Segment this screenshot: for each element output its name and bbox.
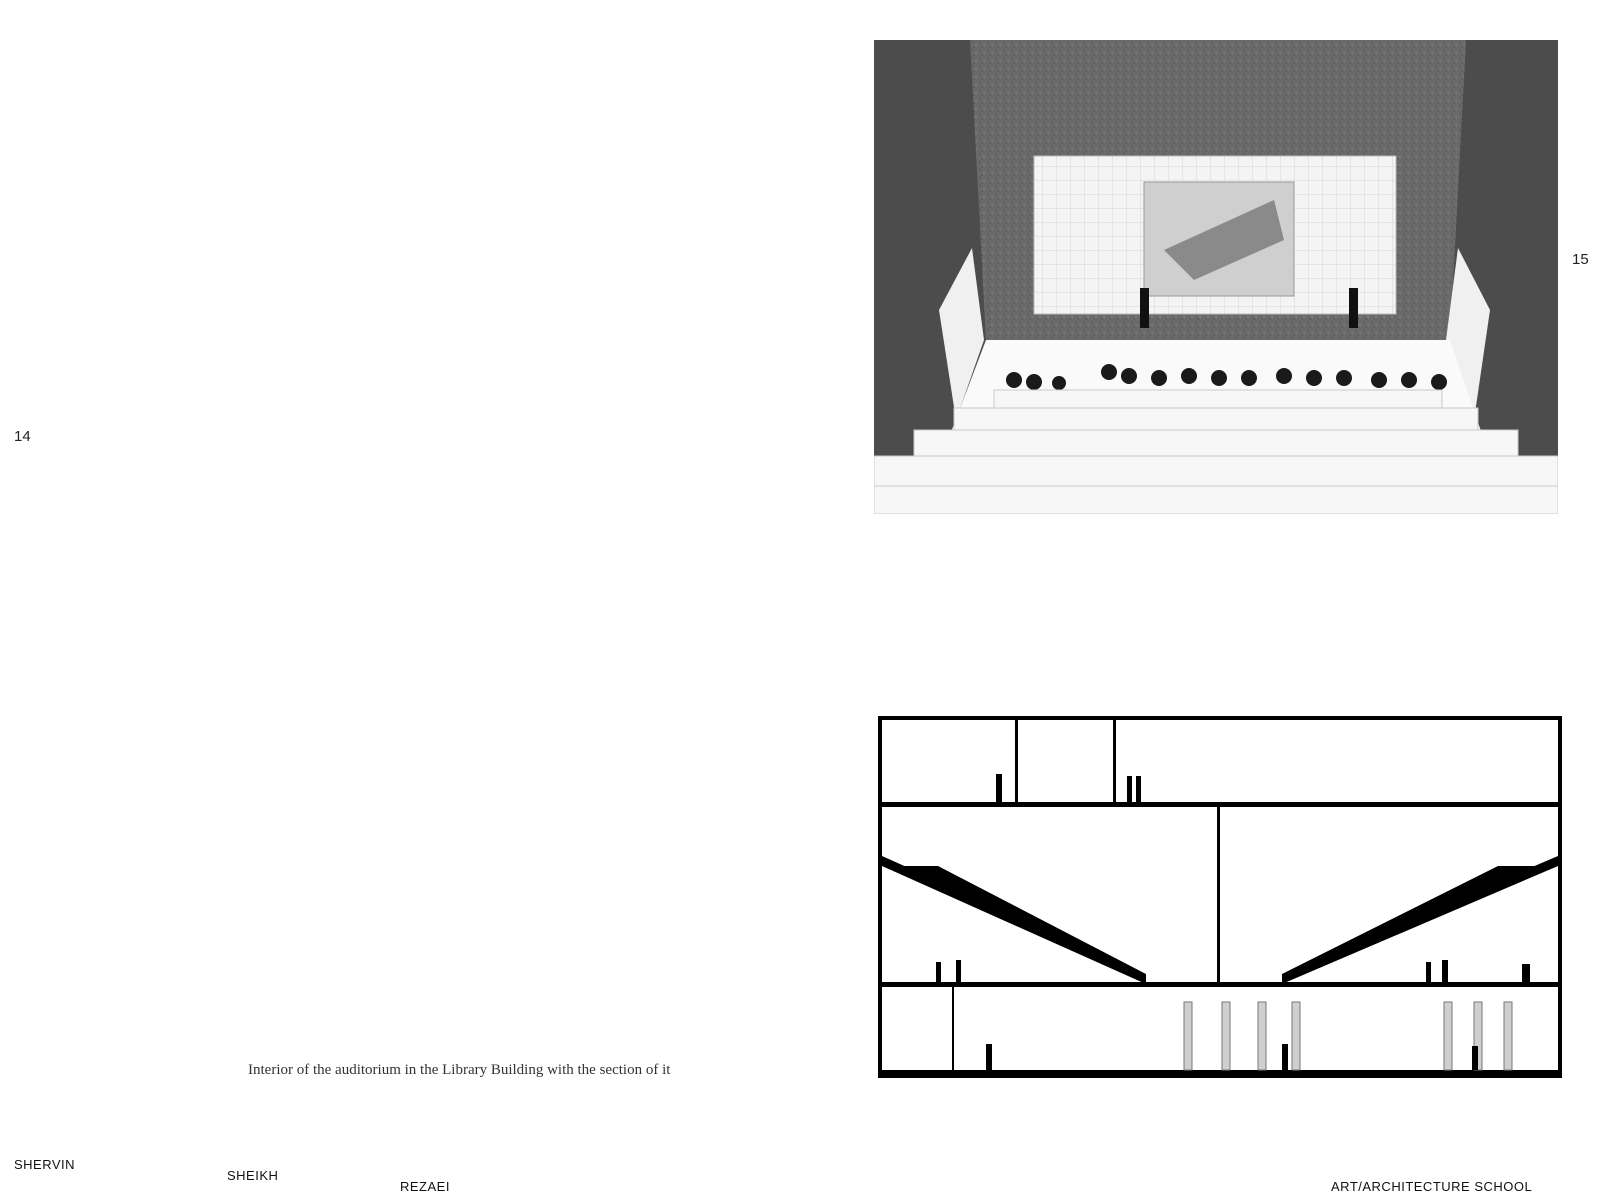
- partition-wall: [1113, 718, 1116, 802]
- projected-shape: [1164, 200, 1284, 280]
- author-middle-name: SHEIKH: [227, 1168, 279, 1183]
- right-panel: [1446, 248, 1490, 420]
- floor-slab: [880, 1070, 1560, 1076]
- right-stair-fill: [1282, 866, 1558, 974]
- auditorium-render: [873, 40, 1559, 515]
- people-silhouettes: [936, 774, 1530, 1070]
- page-number-left: 14: [14, 428, 31, 445]
- author-last-name: REZAEI: [400, 1179, 450, 1194]
- audience-group: [1006, 364, 1447, 390]
- school-name: ART/ARCHITECTURE SCHOOL: [1331, 1179, 1533, 1194]
- floor-slab: [880, 982, 1560, 987]
- steps: [873, 389, 1559, 515]
- partition-wall: [1217, 807, 1220, 982]
- auditorium-render-svg: [873, 40, 1559, 515]
- partition-wall: [952, 987, 954, 1070]
- partition-wall: [1015, 718, 1018, 802]
- columns: [1183, 1001, 1513, 1071]
- speaker-figure: [1349, 288, 1358, 328]
- floor-slab: [880, 802, 1560, 807]
- left-panel: [939, 248, 984, 420]
- author-first-name: SHERVIN: [14, 1157, 76, 1172]
- building-section-drawing: [878, 716, 1562, 1078]
- section-svg: [878, 716, 1562, 1078]
- figure-caption: Interior of the auditorium in the Librar…: [248, 1062, 671, 1078]
- page-number-right: 15: [1572, 251, 1589, 268]
- left-stair-fill: [882, 866, 1146, 974]
- speaker-figure: [1140, 288, 1149, 328]
